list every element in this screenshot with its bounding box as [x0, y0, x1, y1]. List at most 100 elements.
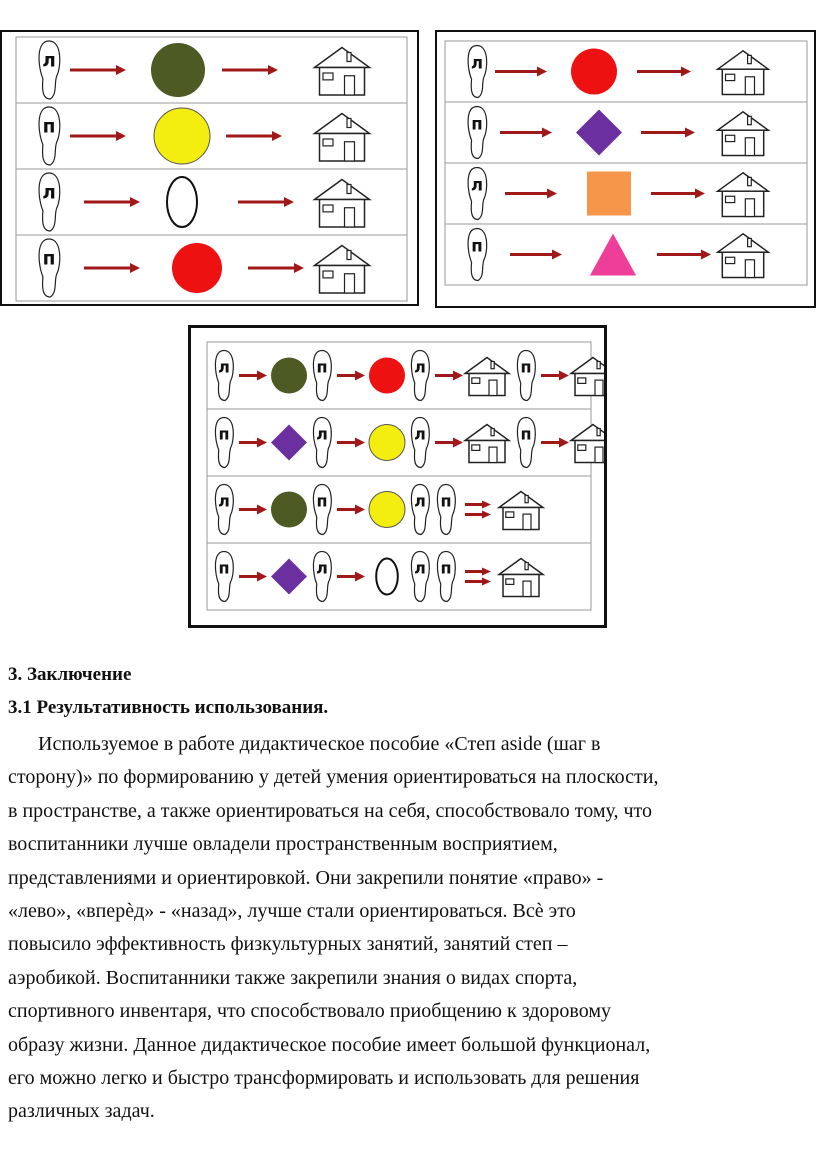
paragraph-line: представлениями и ориентировкой. Они зак… — [8, 866, 604, 889]
purple-diamond-shape — [271, 424, 307, 461]
paragraph-line: «лево», «вперѐд» - «назад», лучше стали … — [8, 900, 576, 923]
foot-label: л — [471, 53, 483, 72]
paragraph-line: сторону)» по формированию у детей умения… — [8, 766, 659, 789]
arrow-icon — [637, 66, 691, 77]
card-foot-steps-2: л п л п — [435, 30, 816, 308]
paragraph-line: его можно легко и быстро трансформироват… — [8, 1067, 640, 1090]
foot-label: п — [218, 425, 229, 444]
arrow-icon — [222, 65, 278, 75]
footprint-icon: п — [38, 106, 61, 166]
footprint-icon: п — [312, 483, 332, 536]
arrow-icon — [239, 370, 267, 381]
arrow-icon — [337, 571, 365, 582]
arrow-icon — [70, 65, 126, 75]
white-oval-shape — [375, 557, 399, 596]
footprint-icon: п — [38, 238, 61, 298]
foot-label: п — [471, 236, 483, 255]
house-icon — [462, 356, 512, 397]
foot-label: л — [316, 425, 328, 444]
footprint-icon: л — [312, 416, 332, 469]
house-icon — [312, 46, 372, 96]
arrow-icon — [510, 249, 562, 260]
arrow-icon — [337, 437, 365, 448]
footprint-icon: п — [214, 550, 234, 603]
pink-triangle-shape — [589, 233, 637, 276]
paragraph-line: различных задач. — [8, 1100, 155, 1123]
footprint-icon: л — [410, 349, 430, 402]
conclusion-section: 3. Заключение 3.1 Результативность испол… — [8, 658, 808, 1129]
foot-label: п — [471, 114, 483, 133]
arrow-icon — [435, 437, 463, 448]
arrow-icon — [70, 131, 126, 141]
footprint-icon: п — [467, 227, 488, 282]
footprint-icon: л — [410, 483, 430, 536]
foot-label: п — [43, 249, 56, 270]
footprint-icon: л — [312, 550, 332, 603]
arrow-icon — [651, 188, 705, 199]
foot-label: п — [440, 492, 451, 511]
paragraph-line: повысило эффективность физкультурных зан… — [8, 933, 568, 956]
foot-label: л — [42, 183, 56, 204]
foot-label: л — [218, 358, 230, 377]
paragraph-line: Используемое в работе дидактическое посо… — [38, 733, 601, 755]
house-icon — [496, 557, 546, 598]
conclusion-paragraph: Используемое в работе дидактическое посо… — [8, 728, 808, 1129]
footprint-icon: л — [38, 172, 61, 232]
foot-label: л — [218, 492, 230, 511]
foot-label: л — [414, 425, 426, 444]
purple-diamond-shape — [271, 558, 307, 595]
white-oval-shape — [166, 176, 198, 228]
footprint-icon: л — [38, 40, 61, 100]
red-circle-shape — [571, 48, 617, 95]
footprint-icon: п — [467, 105, 488, 160]
footprint-icon: п — [312, 349, 332, 402]
arrow-icon — [541, 437, 569, 448]
arrow-icon — [84, 263, 140, 273]
footprint-icon: л — [467, 166, 488, 221]
arrow-icon — [505, 188, 557, 199]
footprint-icon: л — [214, 483, 234, 536]
house-icon — [312, 178, 372, 228]
foot-label: л — [414, 559, 426, 578]
yellow-circle-shape — [153, 107, 211, 165]
olive-circle-shape — [151, 43, 205, 97]
arrow-icon — [238, 197, 294, 207]
paragraph-line: спортивного инвентаря, что способствовал… — [8, 1000, 612, 1023]
purple-diamond-shape — [576, 109, 622, 156]
card2-figure: л п л п — [444, 40, 808, 286]
footprint-icon: п — [436, 483, 456, 536]
double-arrow-icon — [465, 567, 491, 586]
foot-label: п — [316, 358, 327, 377]
arrow-icon — [500, 127, 552, 138]
arrow-icon — [239, 571, 267, 582]
foot-label: п — [43, 117, 56, 138]
foot-label: л — [42, 51, 56, 72]
house-icon — [312, 244, 372, 294]
arrow-icon — [435, 370, 463, 381]
footprint-icon: п — [516, 349, 536, 402]
house-icon — [715, 171, 771, 218]
arrow-icon — [84, 197, 140, 207]
footprint-icon: п — [436, 550, 456, 603]
foot-label: л — [316, 559, 328, 578]
yellow-circle-shape — [368, 424, 406, 461]
footprint-icon: л — [214, 349, 234, 402]
arrow-icon — [337, 370, 365, 381]
foot-label: л — [414, 492, 426, 511]
foot-label: л — [414, 358, 426, 377]
arrow-icon — [657, 249, 711, 260]
section-subheading: 3.1 Результативность использования. — [8, 697, 329, 718]
red-circle-shape — [369, 357, 405, 394]
red-circle-shape — [172, 243, 222, 293]
foot-label: п — [440, 559, 451, 578]
olive-circle-shape — [271, 491, 307, 528]
paragraph-line: воспитанники лучше овладели пространстве… — [8, 833, 558, 856]
house-icon — [462, 423, 512, 464]
arrow-icon — [337, 504, 365, 515]
paragraph-line: аэробикой. Воспитанники также закрепили … — [8, 966, 578, 989]
footprint-icon: л — [410, 416, 430, 469]
foot-label: л — [471, 175, 483, 194]
house-icon — [496, 490, 546, 531]
